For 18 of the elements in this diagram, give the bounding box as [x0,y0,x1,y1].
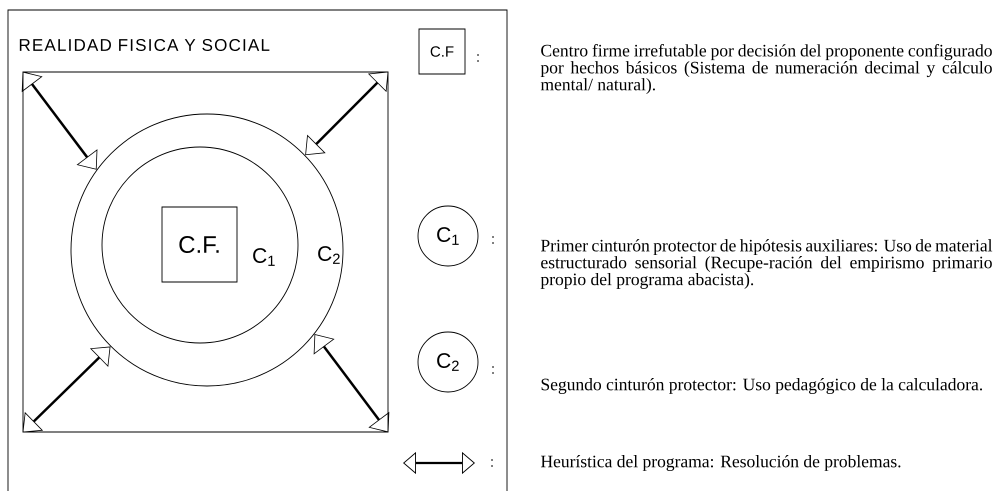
center-box: C.F [418,28,466,74]
double-arrow-symbol [403,452,475,474]
colon: : [491,459,493,467]
description: Primer cinturón protector de hipótesis auxiliares: Uso de material estructurado sensorial (Recupe-ración del empirismo primario propio del programa abacista). [540,239,992,289]
description: Heurística del programa: Resolución de problemas. [540,455,900,471]
description: Centro firme irrefutable por decisión del proponente configurado por hechos básicos (Sistema de numeración decimal y cálculo mental/ natural). [540,44,992,94]
center-box: C.F. [162,206,238,282]
ring-label: C$_{2}$ [318,246,340,264]
double-arrow [22,72,98,170]
description: Segundo cinturón protector: Uso pedagógico de la calculadora. [542,378,982,394]
colon: : [492,236,494,244]
square-box [22,72,388,432]
colon: : [492,366,494,374]
ring-label: C$_{1}$ [253,248,275,266]
title: REALIDAD FISICA Y SOCIAL [20,38,270,52]
double-arrow [305,72,388,156]
double-arrow [314,334,390,432]
colon: : [477,54,479,62]
